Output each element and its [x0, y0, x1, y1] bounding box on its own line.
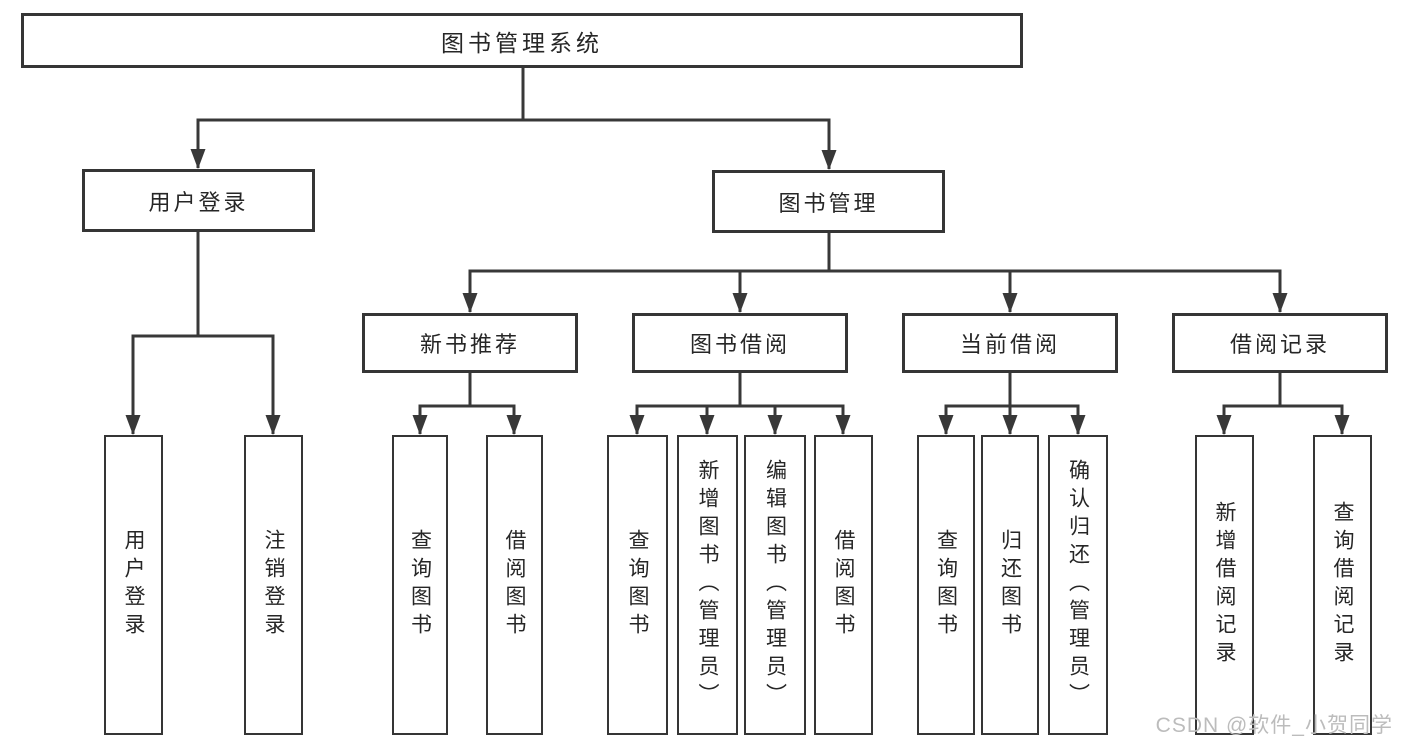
- node-new-book-recommend: 新书推荐: [362, 313, 578, 373]
- leaf-edit-books-admin: 编辑图书（管理员）: [744, 435, 806, 735]
- leaf-borrow-books-recommend: 借阅图书: [486, 435, 543, 735]
- watermark: CSDN @软件_小贺同学: [1155, 714, 1393, 737]
- leaf-borrow-books: 借阅图书: [814, 435, 873, 735]
- node-user-login: 用户登录: [82, 169, 315, 232]
- leaf-confirm-return-admin: 确认归还（管理员）: [1048, 435, 1108, 735]
- leaf-add-books-admin: 新增图书（管理员）: [677, 435, 738, 735]
- leaf-add-borrow-record: 新增借阅记录: [1195, 435, 1254, 735]
- leaf-query-books-borrowing: 查询图书: [607, 435, 668, 735]
- node-book-management: 图书管理: [712, 170, 945, 233]
- leaf-user-login: 用户登录: [104, 435, 163, 735]
- root-node-library-system: 图书管理系统: [21, 13, 1023, 68]
- leaf-query-books-current: 查询图书: [917, 435, 975, 735]
- leaf-logout: 注销登录: [244, 435, 303, 735]
- node-book-borrowing: 图书借阅: [632, 313, 848, 373]
- leaf-return-books: 归还图书: [981, 435, 1039, 735]
- node-borrowing-records: 借阅记录: [1172, 313, 1388, 373]
- node-current-borrowing: 当前借阅: [902, 313, 1118, 373]
- leaf-query-books-recommend: 查询图书: [392, 435, 448, 735]
- leaf-query-borrow-record: 查询借阅记录: [1313, 435, 1372, 735]
